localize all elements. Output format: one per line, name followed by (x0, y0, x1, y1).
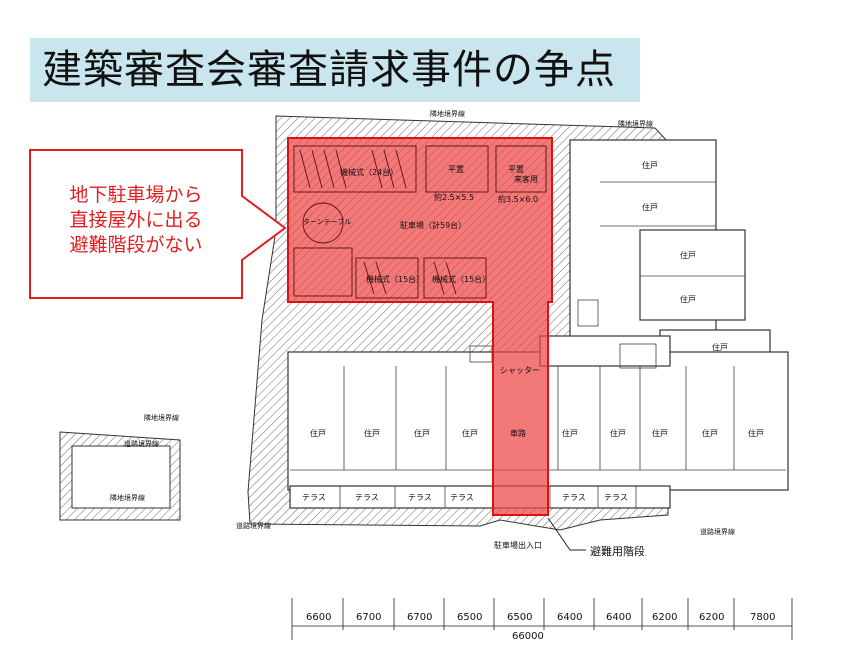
callout-arrow[interactable] (29, 149, 287, 299)
boundary-label: 隣地境界線 (110, 493, 145, 502)
boundary-label: 隣地境界線 (144, 413, 179, 422)
flat-label-2: 平置 (508, 165, 524, 174)
dimension-span: 6600 (306, 612, 331, 623)
unit-label: 住戸 (642, 160, 658, 170)
dimension-span: 6700 (356, 612, 381, 623)
callout-line-1: 地下駐車場から (69, 184, 203, 206)
flat-label-1: 平置 (448, 165, 464, 174)
unit-label: 住戸 (712, 342, 728, 352)
dimension-span: 6500 (507, 612, 532, 623)
dimension-span: 6500 (457, 612, 482, 623)
terrace-label: テラス (604, 493, 628, 502)
road-boundary-label: 道路境界線 (124, 439, 159, 448)
dimension-total: 66000 (512, 631, 544, 642)
parking-highlight (287, 137, 553, 516)
dimension-span: 7800 (750, 612, 775, 623)
entrance-label: 駐車場出入口 (494, 540, 542, 550)
visitor-label: 来客用 (514, 174, 538, 184)
unit-label: 住戸 (364, 428, 380, 438)
unit-label: 住戸 (310, 428, 326, 438)
callout-line-3: 避難階段がない (69, 234, 203, 256)
callout-text: 地下駐車場から 直接屋外に出る 避難階段がない (36, 183, 236, 258)
mech-15a-label: 機械式（15台） (366, 274, 424, 284)
mech-15b-label: 機械式（15台） (432, 274, 490, 284)
left-block-inner (71, 445, 171, 509)
unit-label: 住戸 (642, 202, 658, 212)
unit-label: 住戸 (414, 428, 430, 438)
unit-label: 住戸 (462, 428, 478, 438)
unit-label: 住戸 (562, 428, 578, 438)
terrace-label: テラス (408, 493, 432, 502)
evac-stairs-label: 避難用階段 (590, 545, 645, 558)
size-label-2: 約3.5×6.0 (498, 194, 538, 204)
title-banner: 建築審査会審査請求事件の争点 (30, 38, 640, 102)
stairs-leader (547, 517, 586, 551)
boundary-label: 隣地境界線 (430, 109, 465, 118)
dimension-line (291, 598, 793, 640)
dimension-span: 6700 (407, 612, 432, 623)
unit-label: 住戸 (680, 294, 696, 304)
page-title: 建築審査会審査請求事件の争点 (42, 47, 616, 93)
unit-label: 住戸 (702, 428, 718, 438)
dimension-span: 6400 (606, 612, 631, 623)
parking-lines (293, 145, 547, 299)
terrace-label: テラス (355, 493, 379, 502)
unit-label: 住戸 (652, 428, 668, 438)
parking-total-label: 駐車場（計59台） (400, 220, 466, 230)
plan-labels: 機械式（24台） 平置 平置 来客用 約2.5×5.5 約3.5×6.0 ターン… (110, 109, 764, 550)
callout-line-2: 直接屋外に出る (69, 209, 203, 231)
partitions (290, 181, 786, 508)
road-boundary-label: 道路境界線 (700, 527, 735, 536)
unit-label: 住戸 (748, 428, 764, 438)
dimension-span: 6200 (652, 612, 677, 623)
unit-label: 住戸 (610, 428, 626, 438)
dimension-span: 6400 (557, 612, 582, 623)
boundary-label: 隣地境界線 (618, 119, 653, 128)
terrace-label: テラス (562, 493, 586, 502)
terrace-label: テラス (302, 493, 326, 502)
shutter-label: シャッター (500, 366, 540, 375)
unit-label: 住戸 (680, 250, 696, 260)
road-boundary-label: 道路境界線 (236, 521, 271, 530)
driveway-label: 車路 (510, 428, 526, 438)
mech-24-label: 機械式（24台） (340, 167, 398, 177)
size-label-1: 約2.5×5.5 (434, 192, 474, 202)
turntable-label: ターンテーブル (303, 217, 351, 226)
dimension-span: 6200 (699, 612, 724, 623)
terrace-label: テラス (450, 493, 474, 502)
dimension-labels: 6600 6700 6700 6500 6500 6400 6400 6200 … (306, 612, 775, 623)
